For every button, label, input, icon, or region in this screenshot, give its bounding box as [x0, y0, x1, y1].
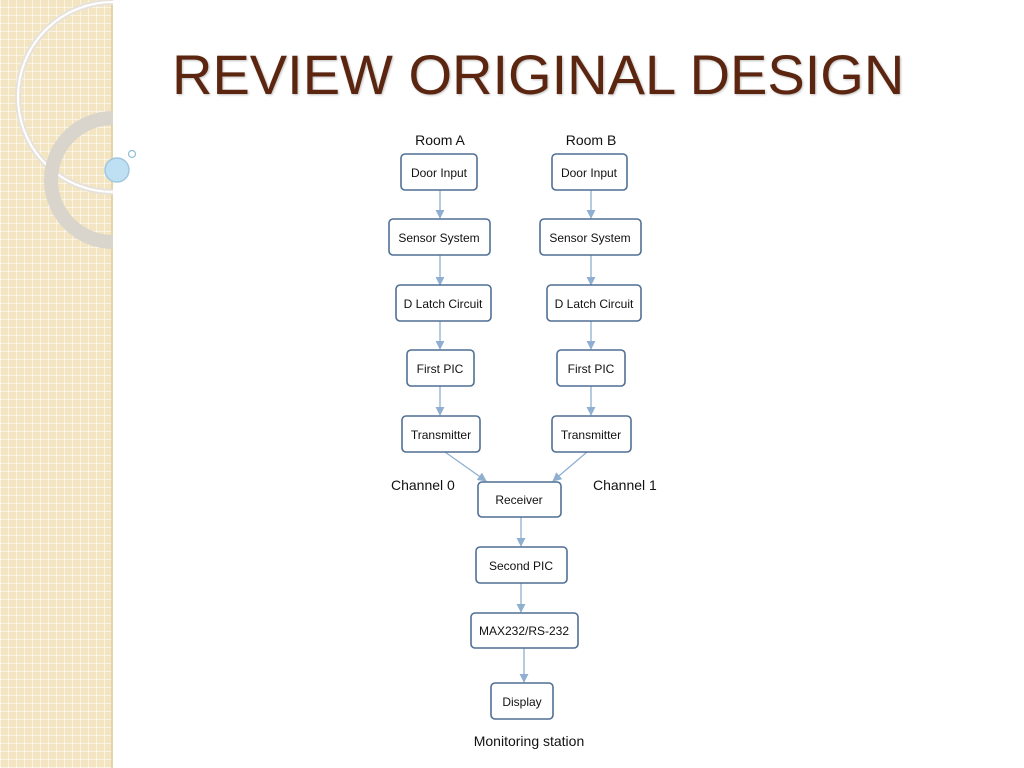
room-b-d-latch-circuit-text: D Latch Circuit — [555, 297, 634, 311]
second-pic-text: Second PIC — [489, 559, 553, 573]
display-text: Display — [502, 695, 541, 709]
second-pic-node: Second PIC — [475, 546, 568, 584]
room-b-transmitter-text: Transmitter — [561, 428, 621, 442]
edges — [435, 190, 596, 683]
channel-1-label: Channel 1 — [593, 477, 657, 493]
room-b-sensor-system-text: Sensor System — [549, 231, 630, 245]
room-a-transmitter-text: Transmitter — [411, 428, 471, 442]
room-a-d-latch-circuit-text: D Latch Circuit — [404, 297, 483, 311]
receiver-text: Receiver — [495, 493, 542, 507]
slide-title: REVIEW ORIGINAL DESIGN — [172, 43, 905, 106]
room-b-transmitter-node: Transmitter — [551, 415, 632, 453]
room-b-first-pic-text: First PIC — [568, 362, 615, 376]
room-a-label: Room A — [415, 132, 465, 148]
edge-channel-1 — [552, 451, 588, 482]
display-node: Display — [490, 682, 554, 720]
room-a-transmitter-node: Transmitter — [401, 415, 481, 453]
room-a-first-pic-node: First PIC — [406, 349, 475, 387]
max232-rs232-text: MAX232/RS-232 — [479, 624, 569, 638]
room-a-first-pic-text: First PIC — [417, 362, 464, 376]
room-a-door-input-text: Door Input — [411, 166, 468, 180]
room-b-door-input-text: Door Input — [561, 166, 618, 180]
max232-rs232-node: MAX232/RS-232 — [470, 612, 579, 649]
room-b-label: Room B — [566, 132, 617, 148]
room-a-door-input-node: Door Input — [400, 153, 478, 191]
room-b-door-input-node: Door Input — [551, 153, 628, 191]
edge-channel-0 — [444, 451, 487, 482]
monitoring-station-label: Monitoring station — [474, 733, 585, 749]
room-b-first-pic-node: First PIC — [556, 349, 626, 387]
room-a-sensor-system-node: Sensor System — [388, 218, 491, 256]
room-b-sensor-system-node: Sensor System — [539, 218, 642, 256]
channel-0-label: Channel 0 — [391, 477, 455, 493]
receiver-node: Receiver — [477, 481, 562, 518]
room-a-sensor-system-text: Sensor System — [398, 231, 479, 245]
room-b-d-latch-circuit-node: D Latch Circuit — [546, 284, 642, 322]
room-a-d-latch-circuit-node: D Latch Circuit — [395, 284, 492, 322]
